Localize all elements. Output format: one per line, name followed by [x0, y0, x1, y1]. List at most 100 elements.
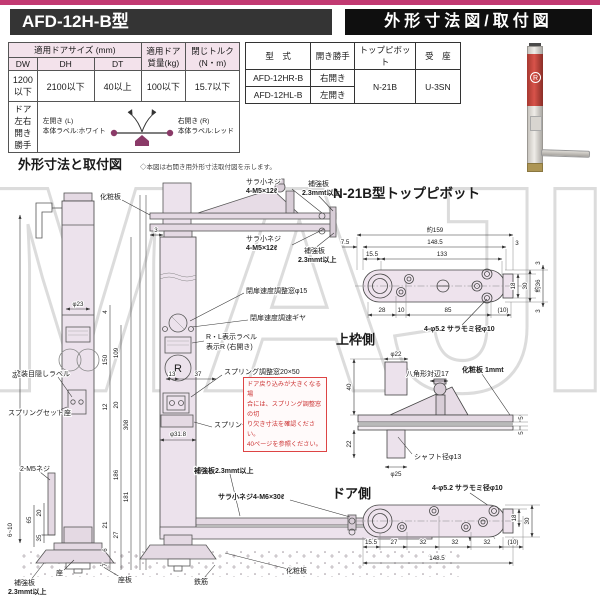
- hand-col-header: 開き勝手: [310, 42, 356, 70]
- model-hand-l: 左開き: [310, 86, 356, 104]
- door-dim-32c: 32: [484, 539, 491, 546]
- dim-27: 27: [113, 531, 120, 538]
- dim-7: 7: [102, 563, 109, 567]
- spec-mass-header-line1: 適用ドア: [146, 45, 181, 56]
- spec-mass-value: 100以下: [140, 70, 187, 102]
- spring-window-label: スプリング調整窓20×50: [224, 367, 300, 376]
- frame-dim-40: 40: [346, 383, 353, 390]
- tekkin-label: 鉄筋: [194, 577, 208, 586]
- frame-dim-22: 22: [346, 440, 353, 447]
- dim-150: 150: [102, 354, 109, 365]
- hokyo-bottom-size: 2.3mmt以上: [8, 587, 47, 596]
- dim-phi23: φ23: [73, 301, 84, 308]
- door-dim-32a: 32: [420, 539, 427, 546]
- section-title: 外形寸法と取付図: [18, 157, 123, 172]
- pivot-dim-85: 85: [445, 307, 452, 314]
- hokyo-mid-label: 補強板: [304, 246, 325, 255]
- pivot-plate-drawing: 約159 7.5 148.5 3 15.5 133 3 18 30 約36 3 …: [340, 225, 548, 334]
- side-view-drawing: [18, 192, 138, 577]
- door-side-drawing: 4-φ5.2 サラモミ径φ10: [355, 482, 540, 566]
- top-pivot-value: N-21B: [354, 69, 416, 104]
- model-title: AFD-12H-B型: [10, 9, 332, 35]
- spec-size-header: 適用ドアサイズ (mm): [8, 42, 142, 58]
- dim-13: 13: [169, 371, 176, 378]
- spec-mass-header-line2: 質量(kg): [147, 57, 180, 68]
- speed-gear-label: 閉扉速度調速ギヤ: [250, 313, 306, 322]
- pivot-dim-30: 30: [522, 282, 529, 289]
- pivot-dim-r-bot3: 3: [535, 309, 542, 313]
- spec-torque-header: 閉じトルク (N・m): [185, 42, 240, 71]
- dim-20: 20: [113, 401, 120, 408]
- page-title: 外形寸法図/取付図: [345, 9, 592, 35]
- dim-4: 4: [102, 310, 109, 314]
- door-callout: 4-φ5.2 サラモミ径φ10: [432, 483, 503, 492]
- spec-mass-header: 適用ドア 質量(kg): [140, 42, 187, 71]
- door-dim-32b: 32: [452, 539, 459, 546]
- photo-r-mark: R: [530, 72, 541, 83]
- hokyo-arm-label: 補強板2.3mmt以上: [193, 466, 254, 475]
- pivot-dim-28: 28: [379, 307, 386, 314]
- dim-186: 186: [113, 469, 120, 480]
- frame-dim-5a: 5: [518, 416, 525, 420]
- frame-octagon-label: 八角形対辺17: [406, 369, 449, 378]
- pivot-dim-18: 18: [510, 282, 517, 289]
- door-dim-15-5: 15.5: [365, 539, 378, 546]
- right-open-label: 右開き (R): [177, 118, 210, 126]
- right-open-body-label: 本体ラベル:レッド: [177, 128, 234, 135]
- sara-arm-label: サラ小ネジ4-M6×30ℓ: [218, 492, 285, 501]
- left-open-body-label: 本体ラベル:ホワイト: [42, 128, 106, 135]
- spring-warning-note: ドア戻り込みが大きくなる場 合には、スプリング調整窓の切 り欠き寸法を確認くださ…: [243, 377, 327, 453]
- frame-shaft-label: シャフト径φ13: [414, 452, 461, 461]
- door-swing-diagram-icon: [110, 109, 173, 146]
- dim-37: 37: [195, 371, 202, 378]
- door-dim-total: 148.5: [429, 555, 445, 562]
- pivot-dim-total: 約159: [427, 226, 444, 234]
- spec-torque-header-line1: 閉じトルク: [191, 45, 234, 56]
- door-dim-30: 30: [524, 517, 531, 524]
- pivot-dim-7-5: 7.5: [341, 239, 350, 246]
- hokyo-top-label: 補強板: [308, 179, 329, 188]
- pivot-dim-15-5: 15.5: [366, 251, 379, 258]
- m5-screw-label: 2-M5ネジ: [20, 465, 50, 473]
- sara-screw-top-size: 4-M5×12ℓ: [246, 188, 278, 195]
- door-dim-10p: (10): [507, 539, 518, 546]
- dim-gap3: 3: [154, 227, 158, 234]
- dim-65: 65: [26, 516, 33, 523]
- za-label: 座: [56, 568, 63, 577]
- door-dim-27: 27: [391, 539, 398, 546]
- paint-label: 塗装目隠しラベル: [14, 369, 70, 378]
- pivot-dim-3: 3: [515, 240, 519, 247]
- sara-screw-mid-size: 4-M5×12ℓ: [246, 245, 278, 252]
- pivot-callout: 4-φ5.2 サラモミ径φ10: [424, 324, 495, 333]
- rl-label-line2: 表示R (右開き): [206, 342, 253, 351]
- keshoban-top-label: 化粧板: [100, 192, 121, 201]
- spec-dw-value: 1200以下: [8, 70, 38, 102]
- seat-col-header: 受 座: [414, 42, 462, 70]
- spec-dh-value: 2100以下: [36, 70, 95, 102]
- spec-torque-header-line2: (N・m): [198, 57, 227, 68]
- dim-308: 308: [123, 419, 130, 430]
- dim-12: 12: [102, 403, 109, 410]
- model-name-l: AFD-12HL-B: [244, 86, 312, 104]
- speed-window-label: 閉扉速度調整窓φ15: [246, 286, 307, 295]
- hokyo-bottom-label: 補強板: [14, 578, 35, 587]
- model-col-header: 型 式: [244, 42, 312, 70]
- r-mark-drawing: R: [174, 363, 182, 375]
- model-table: 型 式 開き勝手 トップピボット 受 座 AFD-12HR-B 右開き N-21…: [244, 42, 462, 104]
- hokyo-mid-size: 2.3mmt以上: [298, 255, 337, 264]
- rl-label-line1: R・L表示ラベル: [206, 332, 257, 341]
- frame-kesho-label: 化粧板 1mmt: [462, 365, 504, 374]
- pivot-dim-148-5: 148.5: [427, 239, 443, 246]
- door-dim-18: 18: [511, 514, 518, 521]
- warning-line: ドア戻り込みが大きくなる場: [247, 381, 322, 398]
- left-open-text: 左開き (L) 本体ラベル:ホワイト: [43, 117, 106, 136]
- frame-dim-phi22: φ22: [391, 351, 402, 358]
- model-hand-r: 右開き: [310, 69, 356, 87]
- handing-diagram-cell: 左開き (L) 本体ラベル:ホワイト 右開き (R): [36, 101, 241, 153]
- table-row: AFD-12HR-B 右開き N-21B U-3SN: [244, 69, 462, 104]
- spec-col-dt: DT: [93, 57, 142, 71]
- dim-35: 35: [36, 534, 43, 541]
- dim-20b: 20: [36, 509, 43, 516]
- pivot-dim-r-top3: 3: [535, 261, 542, 265]
